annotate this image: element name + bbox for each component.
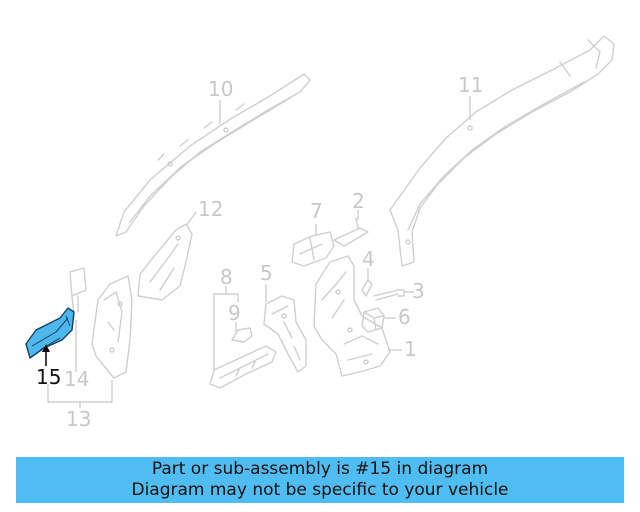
callout-12: 12 [198,197,223,221]
callout-13: 13 [66,407,91,431]
part-12-pillar-bracket[interactable] [137,223,193,301]
banner-line-1: Part or sub-assembly is #15 in diagram [151,459,489,479]
callout-5: 5 [260,261,273,285]
part-6-block[interactable] [361,307,385,333]
callout-8: 8 [220,265,233,289]
banner-line-2: Diagram may not be specific to your vehi… [131,480,509,500]
part-9-bracket[interactable] [231,327,253,343]
callout-11: 11 [458,73,483,97]
part-8-sill-section[interactable] [209,345,277,389]
callout-3: 3 [412,279,425,303]
part-1-pillar-assembly[interactable] [313,255,391,377]
part-5-brace[interactable] [263,295,307,373]
callout-14: 14 [64,367,89,391]
part-2-plate[interactable] [333,217,369,247]
part-4-bracket[interactable] [361,279,373,297]
callout-6: 6 [398,305,411,329]
part-3-pin[interactable] [373,289,405,301]
callout-9: 9 [228,301,241,325]
leader-15-arrowhead [42,344,50,352]
part-11-a-pillar-rail[interactable] [389,35,615,267]
info-banner: Part or sub-assembly is #15 in diagram D… [16,457,624,503]
part-15-highlighted[interactable] [25,307,75,359]
part-14-pillar-panel[interactable] [69,267,133,379]
part-7-reinforcement[interactable] [291,231,335,267]
callout-1: 1 [404,337,417,361]
callout-15-highlighted: 15 [36,365,61,389]
callout-2: 2 [352,189,365,213]
callout-10: 10 [208,77,233,101]
part-10-roof-rail[interactable] [115,73,311,237]
leader-12 [185,211,197,227]
callout-4: 4 [362,247,375,271]
callout-7: 7 [310,199,323,223]
